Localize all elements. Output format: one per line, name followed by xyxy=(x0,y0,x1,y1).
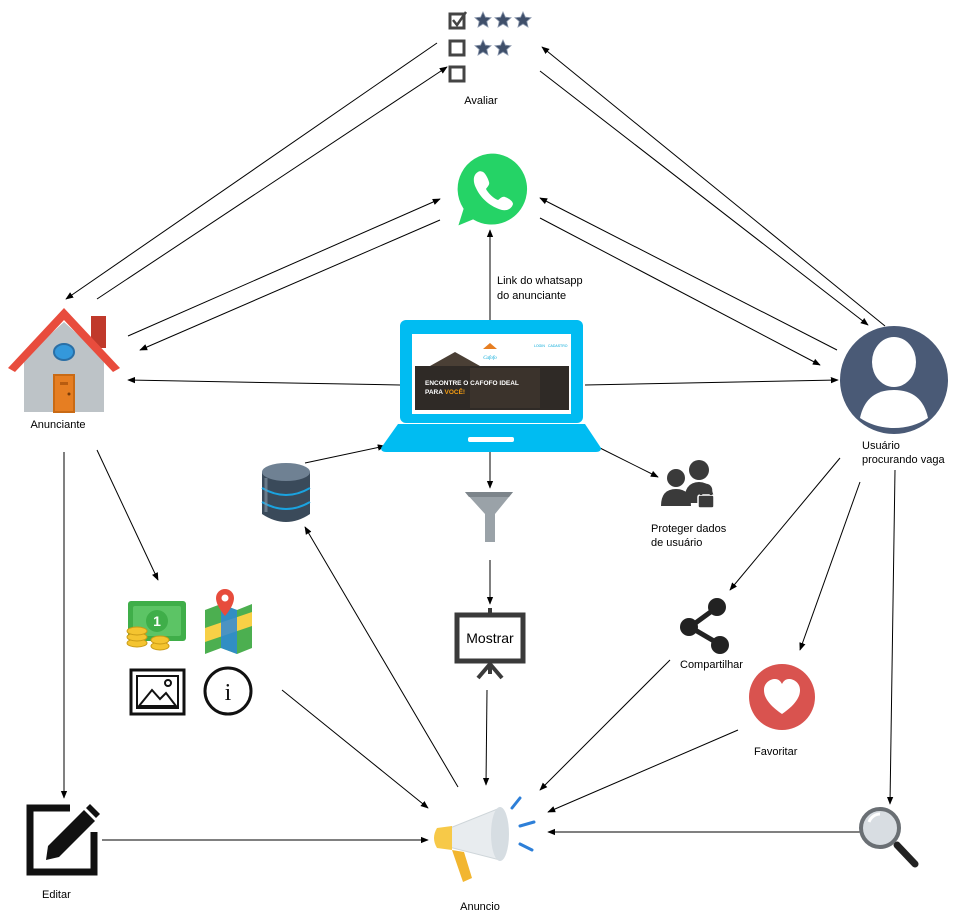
heart-icon xyxy=(749,664,815,730)
laptop-icon xyxy=(381,320,601,452)
laptop-screen-banner-line2: PARA VOCÊ! xyxy=(425,387,465,396)
usuario-label-line1: Usuário xyxy=(862,440,900,452)
proteger-node: Proteger dados de usuário xyxy=(651,460,727,549)
anuncio-node: Anuncio xyxy=(434,796,536,913)
editar-node: Editar xyxy=(26,804,100,901)
edge-usuario-to-whatsapp xyxy=(539,197,838,351)
edge-avaliar-to-anunciante xyxy=(65,42,438,300)
megaphone-icon xyxy=(434,796,536,882)
edge-anunciante-to-info xyxy=(96,449,159,581)
proteger-label-line2: de usuário xyxy=(651,537,702,549)
edge-usuario-to-favoritar xyxy=(799,481,861,651)
rating-checklist-icon xyxy=(448,11,532,83)
edge-anunciante-to-avaliar xyxy=(96,66,448,300)
banco-node xyxy=(261,463,311,522)
edge-laptop-to-proteger xyxy=(597,446,659,478)
edge-laptop-to-usuario xyxy=(584,376,839,386)
info-icon xyxy=(203,666,253,716)
filtro-node xyxy=(465,492,513,542)
money-icon xyxy=(126,601,186,651)
edge-compartilhar-to-anuncio xyxy=(539,659,671,791)
edge-usuario-to-buscar xyxy=(886,469,896,805)
house-icon xyxy=(8,308,120,413)
edge-laptop-to-anunciante xyxy=(127,376,401,386)
mostrar-label: Mostrar xyxy=(466,630,514,646)
link-whatsapp-label-line2: do anunciante xyxy=(497,290,566,302)
anuncio-label: Anuncio xyxy=(460,901,500,913)
favoritar-node: Favoritar xyxy=(749,664,815,758)
whatsapp-node xyxy=(453,150,530,231)
favoritar-label: Favoritar xyxy=(754,746,798,758)
laptop-node: Cafofo LOGIN CADASTRO ENCONTRE O CAFOFO … xyxy=(381,320,601,452)
user-avatar-icon xyxy=(840,326,948,434)
laptop-screen-banner-prefix: PARA xyxy=(425,389,445,396)
link-whatsapp-label-line1: Link do whatsapp xyxy=(497,275,583,287)
image-icon xyxy=(129,668,186,716)
whatsapp-icon xyxy=(453,150,530,231)
edge-mostrar-to-anuncio xyxy=(482,689,490,786)
anunciante-node: Anunciante xyxy=(8,308,120,431)
edit-icon xyxy=(26,804,100,876)
editar-label: Editar xyxy=(42,889,71,901)
usuario-node: Usuário procurando vaga xyxy=(840,326,948,466)
edge-anunciante-to-whatsapp xyxy=(127,198,441,337)
money-digit: 1 xyxy=(153,613,161,629)
share-icon xyxy=(680,598,729,654)
edges xyxy=(60,42,896,844)
edge-info-to-anuncio xyxy=(281,689,429,809)
avaliar-node: Avaliar xyxy=(448,11,532,107)
link-whatsapp-label: Link do whatsapp do anunciante xyxy=(497,275,583,302)
edge-usuario-to-compartilhar xyxy=(729,457,841,591)
buscar-node xyxy=(859,807,919,868)
laptop-screen-logo: Cafofo xyxy=(483,356,497,361)
laptop-screen-banner-line1: ENCONTRE O CAFOFO IDEAL xyxy=(425,380,519,387)
info-group-node: 1 i xyxy=(126,589,253,716)
edge-favoritar-to-anuncio xyxy=(547,729,739,813)
info-glyph: i xyxy=(225,680,232,706)
map-icon xyxy=(205,589,252,654)
edge-whatsapp-to-anunciante xyxy=(139,219,441,351)
edge-anuncio-to-banco xyxy=(304,526,459,788)
edge-avaliar-to-usuario xyxy=(539,70,869,326)
proteger-label-line1: Proteger dados xyxy=(651,523,727,535)
usuario-label-line2: procurando vaga xyxy=(862,454,945,466)
anunciante-label: Anunciante xyxy=(30,419,85,431)
presentation-board-icon xyxy=(454,608,526,680)
edge-usuario-to-avaliar xyxy=(541,46,886,327)
database-icon xyxy=(261,463,311,522)
compartilhar-node: Compartilhar xyxy=(680,598,743,671)
compartilhar-label: Compartilhar xyxy=(680,659,743,671)
laptop-screen-nav-cadastro: CADASTRO xyxy=(548,344,568,348)
edge-banco-to-laptop xyxy=(304,444,386,464)
avaliar-label: Avaliar xyxy=(464,95,498,107)
filter-icon xyxy=(465,492,513,542)
mostrar-node: Mostrar xyxy=(454,608,526,680)
user-lock-icon xyxy=(661,460,715,509)
magnifier-icon xyxy=(859,807,919,868)
laptop-screen-banner-highlight: VOCÊ! xyxy=(445,387,466,396)
edge-whatsapp-to-usuario xyxy=(539,217,821,366)
laptop-screen-nav-login: LOGIN xyxy=(534,344,545,348)
